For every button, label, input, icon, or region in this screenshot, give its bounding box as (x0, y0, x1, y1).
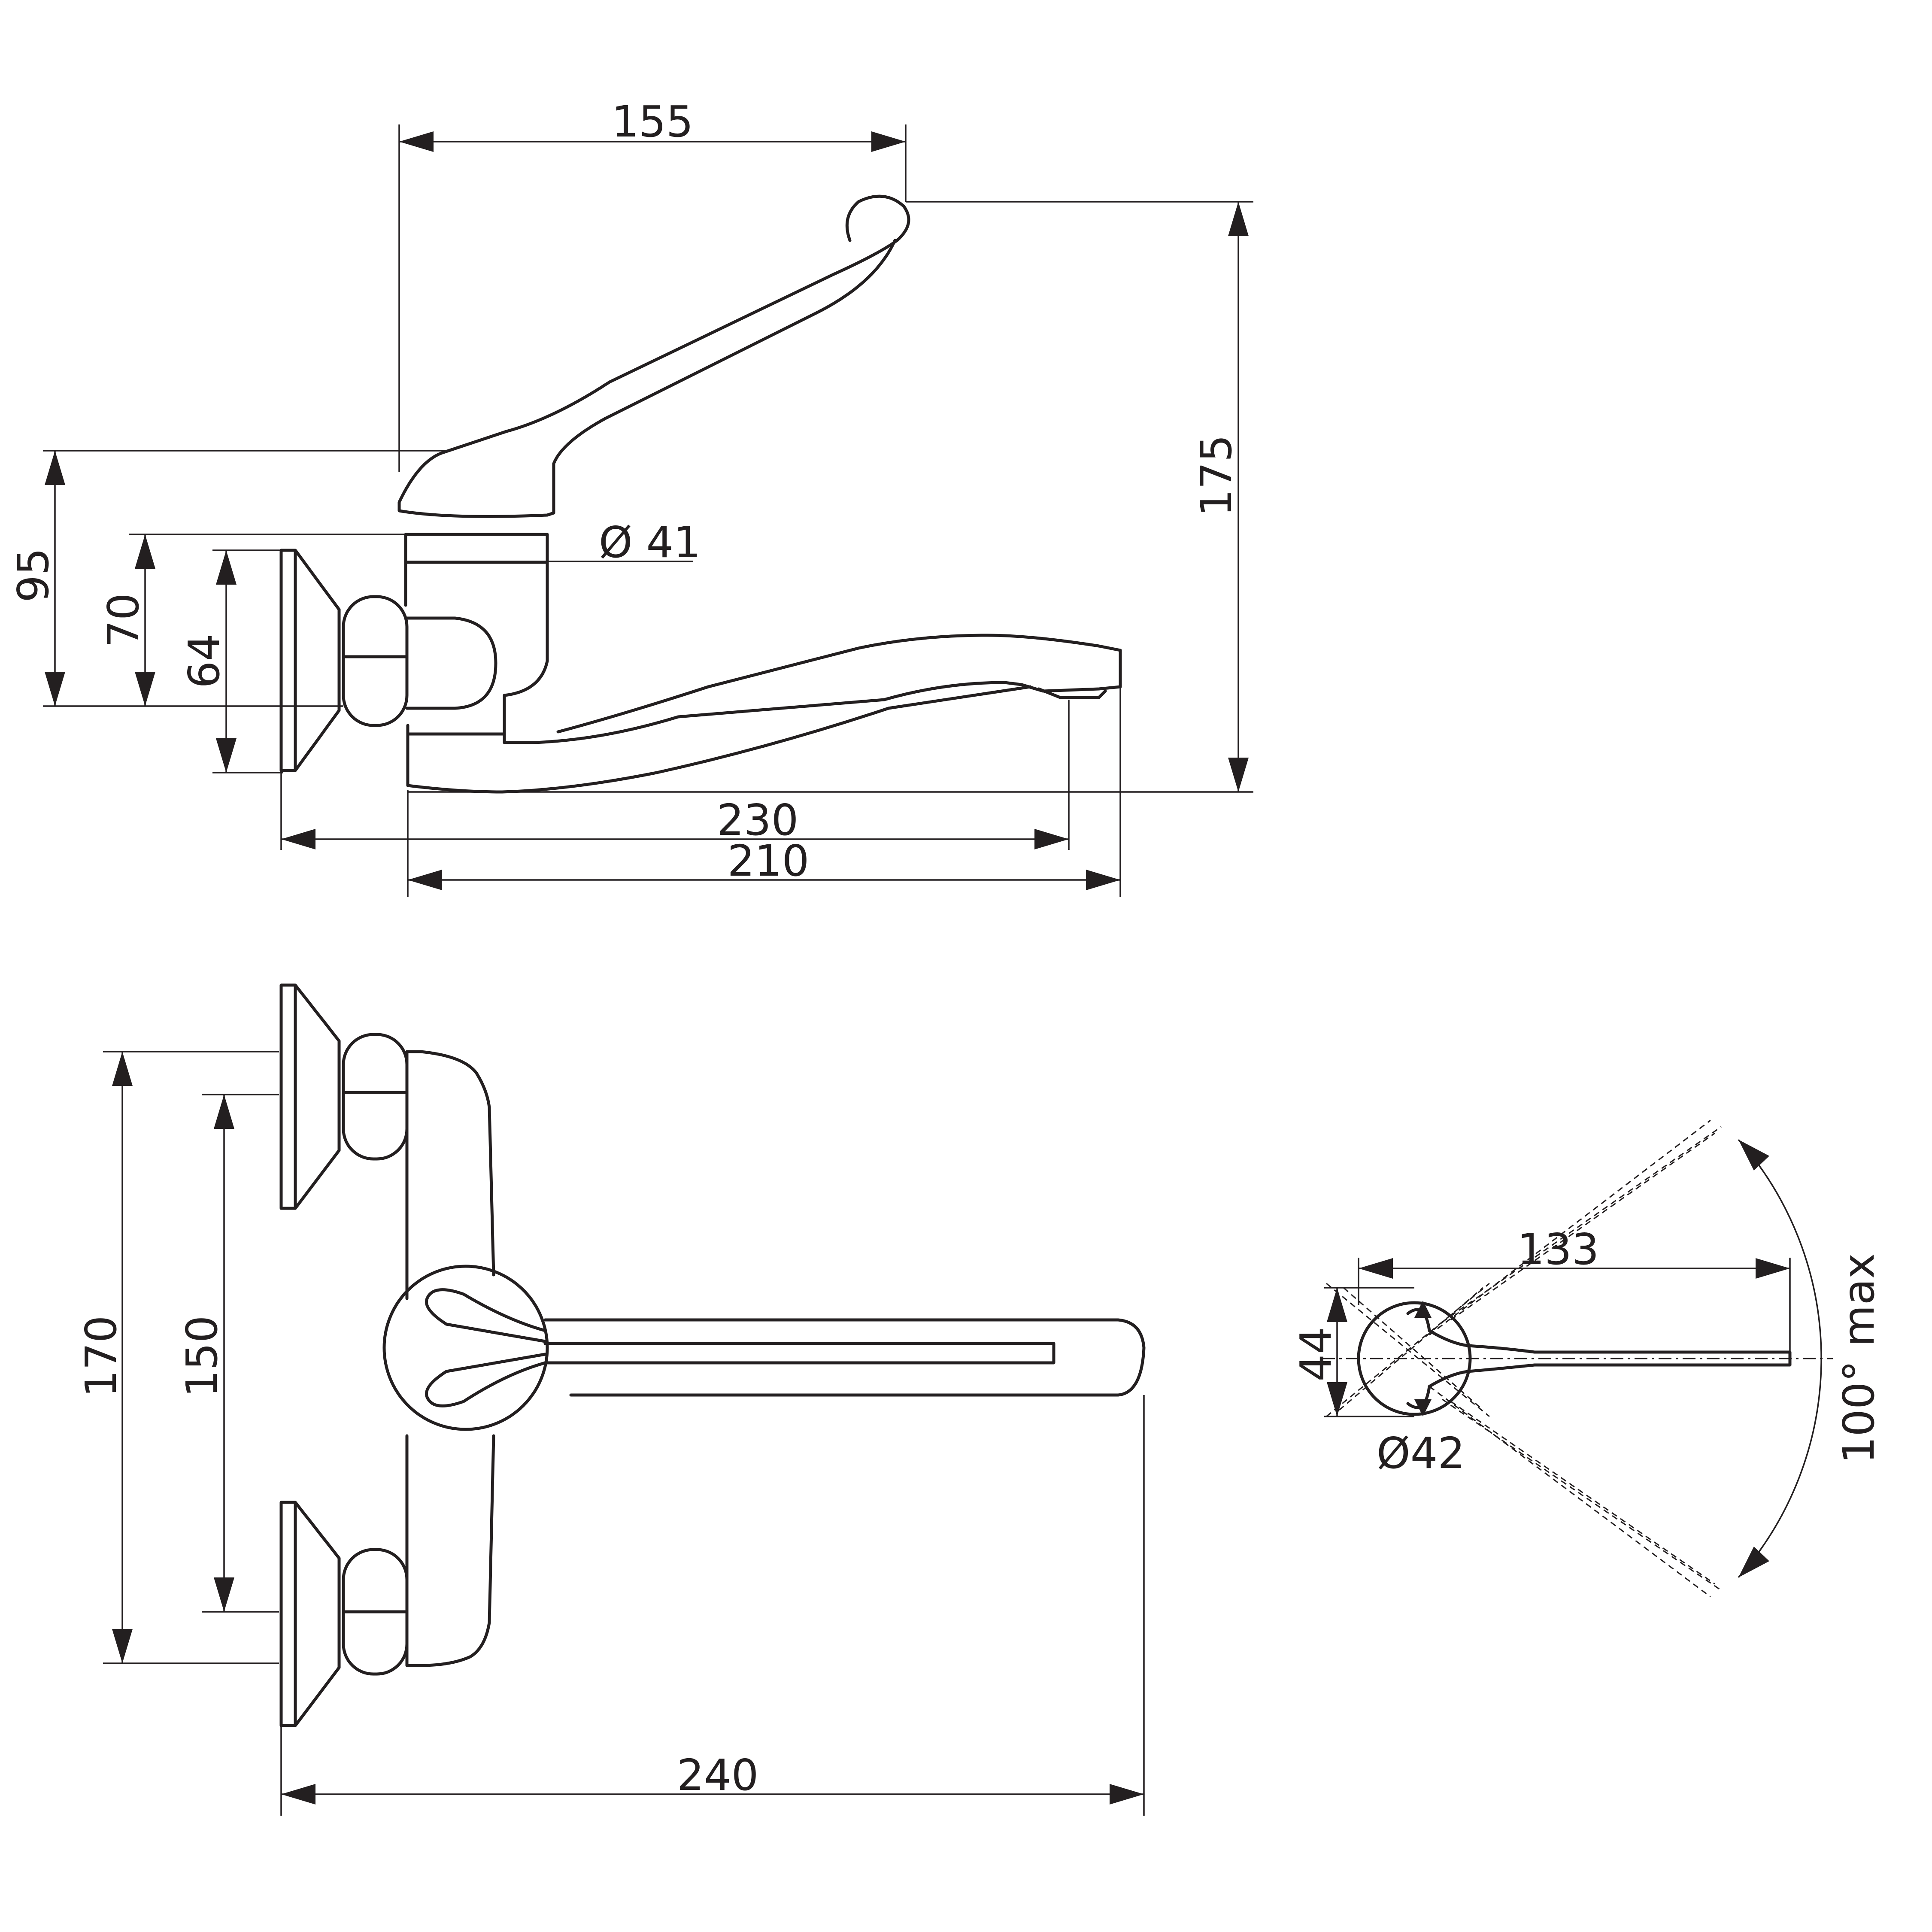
top-wall-flange-upper (279, 983, 341, 1210)
top-handle-hub (382, 1265, 549, 1431)
dim-label-133: 133 (1517, 1224, 1599, 1274)
handle-hub (1357, 1301, 1472, 1416)
top-lever-tongue (425, 1288, 547, 1407)
side-wall-flange (279, 549, 341, 772)
handle-swing-arc (1738, 1139, 1822, 1578)
side-body-connector (405, 616, 497, 710)
top-wall-flange-lower (279, 1501, 341, 1727)
dim-label-170: 170 (76, 1316, 126, 1398)
top-body-housing (405, 1050, 495, 1667)
dim-label-70: 70 (98, 593, 149, 647)
side-view: 155 175 95 70 64 Ø 41 230 210 (8, 97, 1253, 897)
handle-lever (1428, 1329, 1792, 1388)
dim-label-150: 150 (177, 1316, 227, 1398)
handle-swing-lower-ghost (1429, 1386, 1722, 1598)
handle-swing-upper-ghost (1429, 1119, 1722, 1336)
dim-label-175: 175 (1191, 435, 1241, 517)
dim-label-diameter-41: Ø 41 (599, 517, 701, 567)
dim-label-230: 230 (717, 795, 799, 845)
top-eccentric-upper (342, 1033, 409, 1161)
side-eccentric-connector (342, 595, 409, 727)
side-cartridge-body (404, 533, 549, 697)
top-spout-arm (543, 1318, 1146, 1397)
dim-label-95: 95 (8, 548, 58, 602)
handle-view: 133 44 Ø42 100° max (1291, 1119, 1884, 1598)
side-lever-handle (397, 194, 910, 518)
top-lever-slot (543, 1342, 1055, 1365)
dim-label-44: 44 (1291, 1327, 1341, 1381)
dim-label-64: 64 (179, 634, 229, 688)
side-spout (406, 634, 1122, 794)
dim-label-155: 155 (612, 97, 694, 147)
dim-label-240: 240 (677, 1750, 759, 1800)
dim-label-diameter-42: Ø42 (1377, 1428, 1465, 1478)
top-view: 170 150 240 (76, 983, 1146, 1816)
dim-label-210: 210 (728, 836, 810, 886)
dim-label-100-degree: 100° max (1834, 1253, 1884, 1464)
